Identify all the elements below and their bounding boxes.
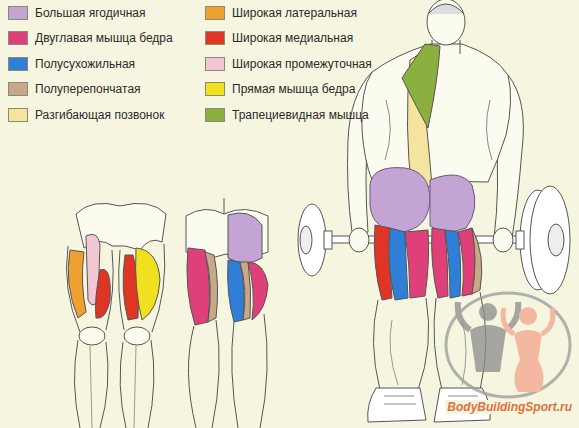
barbell-part <box>298 204 326 276</box>
back-legs-figure-part <box>240 262 251 320</box>
barbell-part <box>300 226 312 254</box>
athlete-figure-part <box>390 320 466 385</box>
watermark-logo-part <box>446 293 570 397</box>
back-legs-figure-part <box>248 262 268 320</box>
athlete-figure-part <box>472 228 482 294</box>
legend-swatch <box>205 82 225 96</box>
legend-label: Широкая латеральная <box>232 6 357 20</box>
athlete-figure-part <box>402 44 440 128</box>
watermark-logo-part <box>503 308 553 334</box>
legend-swatch <box>8 31 28 45</box>
legend-swatch <box>8 82 28 96</box>
legend-swatch <box>205 108 225 122</box>
athlete-figure-part <box>373 292 486 390</box>
front-legs-figure-part <box>136 248 160 320</box>
legend-entry: Двуглавая мышца бедра <box>8 31 173 45</box>
athlete-figure-part <box>430 175 475 232</box>
back-legs-figure <box>186 198 268 428</box>
athlete-figure-part <box>405 230 429 298</box>
legend-entry: Широкая латеральная <box>205 6 357 20</box>
legend-swatch <box>205 6 225 20</box>
watermark-logo-part <box>458 302 519 330</box>
legend-label: Широкая медиальная <box>232 31 353 45</box>
watermark-logo-part <box>470 325 506 372</box>
athlete-figure-part <box>445 230 461 298</box>
athlete-figure-part <box>370 168 430 232</box>
legend-label: Разгибающая позвонок <box>35 108 164 122</box>
athlete-figure-part <box>428 4 464 14</box>
barbell-part <box>516 231 524 249</box>
front-legs-figure-part <box>79 327 105 345</box>
legend-entry: Трапециевидная мышца <box>205 108 369 122</box>
barbell-part <box>530 186 570 294</box>
legend-swatch <box>8 108 28 122</box>
legend-label: Широкая промежуточная <box>232 57 372 71</box>
front-legs-figure-part <box>74 340 153 428</box>
legend-swatch <box>205 57 225 71</box>
athlete-figure-part <box>432 228 448 298</box>
front-legs-figure-part <box>124 327 150 345</box>
athlete-figure-part <box>389 228 408 300</box>
legend-label: Полусухожильная <box>35 57 135 71</box>
back-legs-figure-part <box>205 252 218 322</box>
legend-entry: Прямая мышца бедра <box>205 82 355 96</box>
front-legs-figure <box>67 203 167 428</box>
legend-entry: Широкая промежуточная <box>205 57 372 71</box>
legend-label: Большая ягодичная <box>35 6 145 20</box>
athlete-figure-part <box>493 228 513 252</box>
athlete-figure <box>348 0 524 422</box>
legend-swatch <box>205 31 225 45</box>
legend-entry: Разгибающая позвонок <box>8 108 164 122</box>
watermark-logo-part <box>514 330 544 392</box>
back-legs-figure-part <box>224 198 225 214</box>
legend-swatch <box>8 6 28 20</box>
legend-label: Полуперепончатая <box>35 82 141 96</box>
legend-label: Прямая мышца бедра <box>232 82 355 96</box>
back-legs-figure-part <box>228 213 262 263</box>
legend-entry: Полуперепончатая <box>8 82 141 96</box>
athlete-figure-part <box>362 44 511 182</box>
watermark-text: BodyBuildingSport.ru <box>445 400 574 414</box>
legend-swatch <box>8 57 28 71</box>
watermark-logo-part <box>519 307 537 325</box>
back-legs-figure-part <box>188 314 267 428</box>
legend-entry: Полусухожильная <box>8 57 135 71</box>
barbell-part <box>324 231 332 249</box>
athlete-figure-part <box>385 100 492 160</box>
front-legs-figure-part <box>96 269 111 318</box>
athlete-figure-part <box>368 388 426 422</box>
barbell-part <box>548 224 564 256</box>
athlete-figure-part <box>427 0 465 45</box>
front-legs-figure-part <box>67 244 165 332</box>
back-legs-figure-part <box>187 248 210 325</box>
legend-label: Трапециевидная мышца <box>232 108 369 122</box>
legend-entry: Широкая медиальная <box>205 31 353 45</box>
front-legs-figure-part <box>68 250 86 318</box>
watermark-logo-part <box>479 303 497 321</box>
front-legs-figure-part <box>90 346 136 428</box>
athlete-figure-part <box>349 228 369 252</box>
watermark-logo <box>446 293 570 397</box>
legend-label: Двуглавая мышца бедра <box>35 31 173 45</box>
athlete-figure-part <box>458 228 475 296</box>
legend-entry: Большая ягодичная <box>8 6 145 20</box>
